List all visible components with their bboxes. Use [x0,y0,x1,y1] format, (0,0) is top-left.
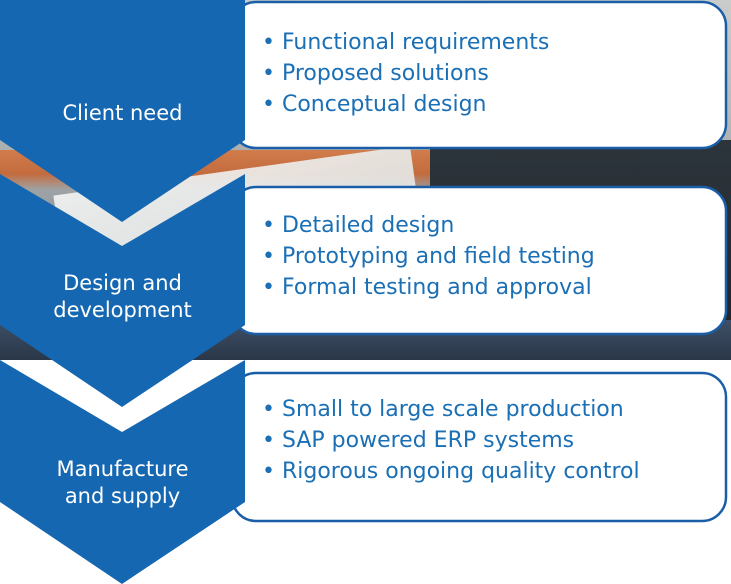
stage-1-bullet-2: • Proposed solutions [262,61,489,86]
stage-1-bullet-3: • Conceptual design [262,92,487,117]
stage-2-bullet-1: • Detailed design [262,213,455,238]
stage-2-bullet-2: • Prototyping and field testing [262,244,595,269]
stage-3-label: Manufacture and supply [56,457,189,508]
stage-1-bullets: • Functional requirements • Proposed sol… [262,27,549,120]
stage-3-chevron [0,360,245,584]
stage-3-bullet-1: • Small to large scale production [262,397,624,422]
stage-2-label: Design and development [53,271,192,322]
stage-3-bullet-2: • SAP powered ERP systems [262,428,575,453]
stage-2-bullets: • Detailed design • Prototyping and fiel… [262,210,595,303]
stage-1-bullet-1: • Functional requirements [262,30,550,55]
stage-1-label: Client need [62,101,183,125]
stage-3-bullets: • Small to large scale production • SAP … [262,394,640,487]
stage-2-chevron [0,174,245,407]
stage-3-bullet-3: • Rigorous ongoing quality control [262,459,640,484]
stage-2-bullet-3: • Formal testing and approval [262,275,592,300]
stage-1-chevron [0,0,245,222]
